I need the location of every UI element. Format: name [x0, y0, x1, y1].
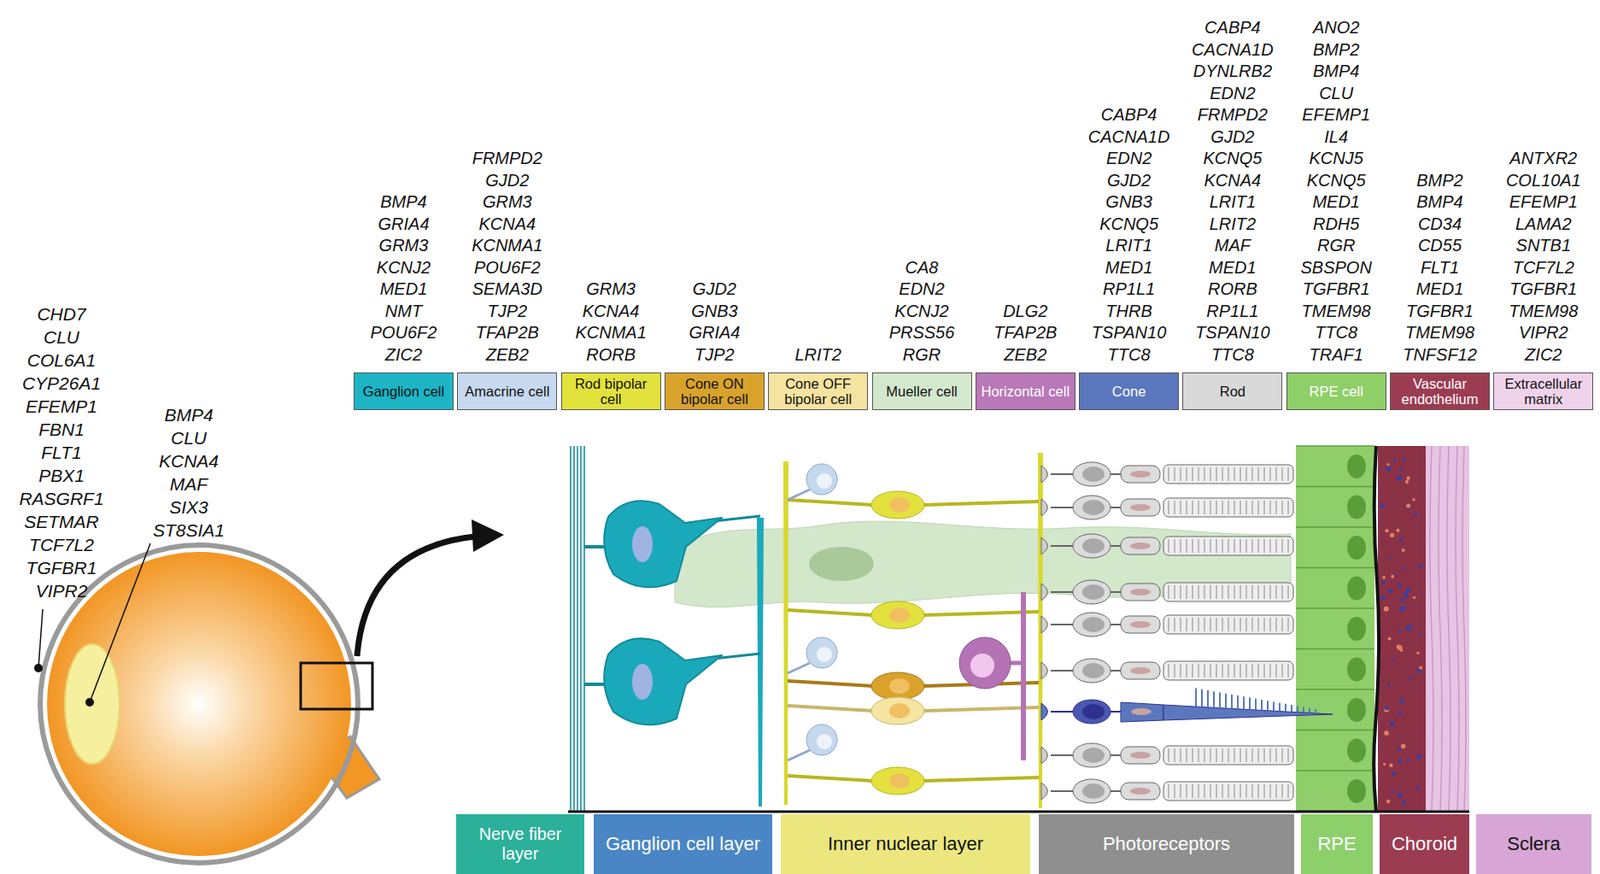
gene-list: CABP4 CACNA1D EDN2 GJD2 GNB3 KCNQ5 LRIT1… [1088, 104, 1171, 366]
cell-type-box: Vascular endotheliumBMP2 BMP4 CD34 CD55 … [1389, 372, 1490, 411]
cell-type-name: RPE cell [1306, 383, 1366, 399]
cell-type-box: RPE cellANO2 BMP2 BMP4 CLU EFEMP1 IL4 KC… [1286, 372, 1387, 411]
gene-list: BMP4 CLU KCNA4 MAF SIX3 ST8SIA1 [152, 403, 225, 542]
cell-type-box: ConeCABP4 CACNA1D EDN2 GJD2 GNB3 KCNQ5 L… [1078, 372, 1179, 411]
gene-list: DLG2 TFAP2B ZEB2 [993, 300, 1057, 367]
cell-type-box: Cone ON bipolar cellGJD2 GNB3 GRIA4 TJP2 [664, 372, 765, 411]
cell-type-name: Rod [1217, 383, 1249, 399]
cell-type-name: Vascular endothelium [1390, 375, 1489, 407]
cell-type-box: Rod bipolar cellGRM3 KCNA4 KCNMA1 RORB [561, 372, 662, 411]
cell-type-box: Cone OFF bipolar cellLRIT2 [767, 372, 868, 411]
gene-list: LRIT2 [794, 344, 841, 367]
layer-name: Ganglion cell layer [600, 832, 766, 855]
layer-name: Photoreceptors [1097, 832, 1236, 855]
cell-type-box: RodCABP4 CACNA1D DYNLRB2 EDN2 FRMPD2 GJD… [1182, 372, 1283, 411]
layer-band: Sclera [1476, 814, 1592, 874]
layer-band: Choroid [1379, 814, 1470, 874]
retina-layers [568, 445, 1470, 844]
cell-type-name: Ganglion cell [360, 383, 447, 399]
gene-list: GJD2 GNB3 GRIA4 TJP2 [688, 278, 740, 366]
cell-type-box: Mueller cellCA8 EDN2 KCNJ2 PRSS56 RGR [872, 372, 973, 411]
gene-list: ANTXR2 COL10A1 EFEMP1 LAMA2 SNTB1 TCF7L2… [1506, 147, 1582, 366]
eye-drawing [34, 519, 505, 863]
layer-name: RPE [1312, 832, 1361, 855]
gene-list: FRMPD2 GJD2 GRM3 KCNA4 KCNMA1 POU6F2 SEM… [471, 147, 543, 366]
cell-type-name: Cone OFF bipolar cell [768, 375, 868, 407]
layer-band: Ganglion cell layer [593, 814, 773, 874]
gene-list: CABP4 CACNA1D DYNLRB2 EDN2 FRMPD2 GJD2 K… [1191, 17, 1274, 366]
cell-type-name: Cone [1109, 383, 1149, 399]
cell-type-name: Mueller cell [883, 383, 960, 399]
cell-type-name: Horizontal cell [978, 383, 1073, 399]
cell-type-box: Extracellular matrixANTXR2 COL10A1 EFEMP… [1493, 372, 1594, 411]
gene-list: GRM3 KCNA4 KCNMA1 RORB [574, 278, 646, 366]
cell-type-name: Cone ON bipolar cell [665, 375, 764, 407]
gene-list: CHD7 CLU COL6A1 CYP26A1 EFEMP1 FBN1 FLT1… [18, 302, 104, 603]
gene-list: BMP4 GRIA4 GRM3 KCNJ2 MED1 NMT POU6F2 ZI… [370, 191, 438, 366]
layer-band: Nerve fiber layer [456, 814, 585, 874]
gene-list: ANO2 BMP2 BMP4 CLU EFEMP1 IL4 KCNJ5 KCNQ… [1301, 17, 1372, 366]
layer-name: Inner nuclear layer [822, 832, 989, 855]
cell-type-box: Ganglion cellBMP4 GRIA4 GRM3 KCNJ2 MED1 … [353, 372, 454, 411]
cell-type-name: Extracellular matrix [1494, 375, 1593, 407]
gene-list: CA8 EDN2 KCNJ2 PRSS56 RGR [889, 257, 956, 367]
gene-list: BMP2 BMP4 CD34 CD55 FLT1 MED1 TGFBR1 TME… [1402, 169, 1477, 367]
layer-name: Nerve fiber layer [456, 824, 585, 864]
layer-band: Photoreceptors [1038, 814, 1295, 874]
layer-name: Choroid [1386, 832, 1463, 855]
cell-type-name: Rod bipolar cell [562, 375, 661, 407]
layer-band: RPE [1301, 814, 1373, 874]
cell-type-box: Horizontal cellDLG2 TFAP2B ZEB2 [975, 372, 1076, 411]
layer-name: Sclera [1501, 832, 1565, 855]
cell-type-box: Amacrine cellFRMPD2 GJD2 GRM3 KCNA4 KCNM… [457, 372, 557, 411]
layer-band: Inner nuclear layer [780, 814, 1031, 874]
cell-type-name: Amacrine cell [462, 383, 552, 399]
